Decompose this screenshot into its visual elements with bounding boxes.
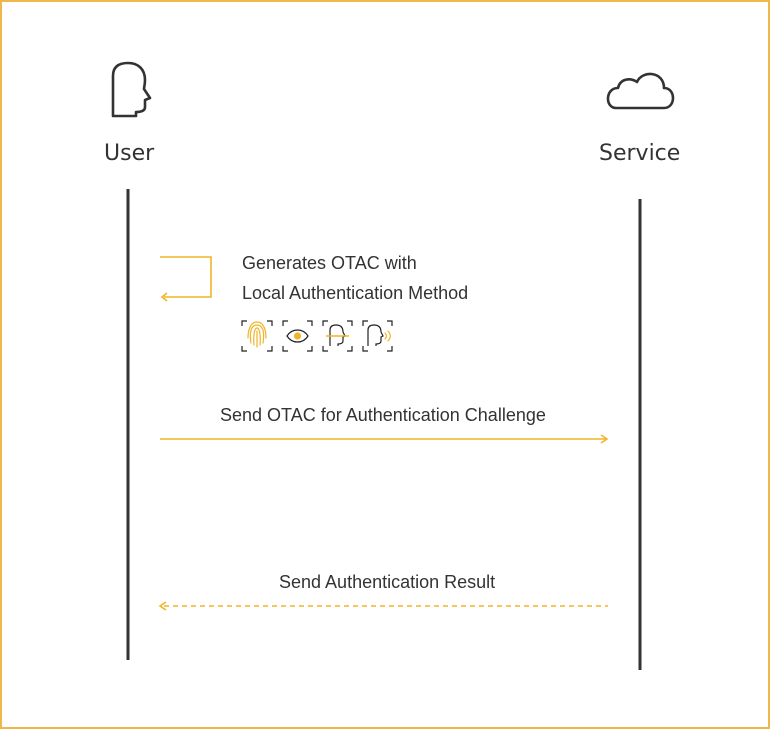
request-arrow [160, 434, 609, 444]
self-message-line1: Generates OTAC with [242, 253, 417, 273]
eye-scan-icon [282, 320, 313, 352]
voice-scan-icon [362, 320, 393, 352]
response-label: Send Authentication Result [279, 572, 496, 592]
self-message-arrow [160, 256, 212, 302]
cloud-icon [606, 72, 675, 110]
response-arrow [158, 601, 608, 611]
fingerprint-icon [241, 320, 273, 352]
head-profile-icon [111, 61, 152, 118]
face-scan-icon [322, 320, 353, 352]
user-label: User [104, 141, 155, 166]
request-label: Send OTAC for Authentication Challenge [220, 405, 546, 425]
service-label: Service [599, 141, 681, 166]
self-message-line2: Local Authentication Method [242, 283, 469, 303]
